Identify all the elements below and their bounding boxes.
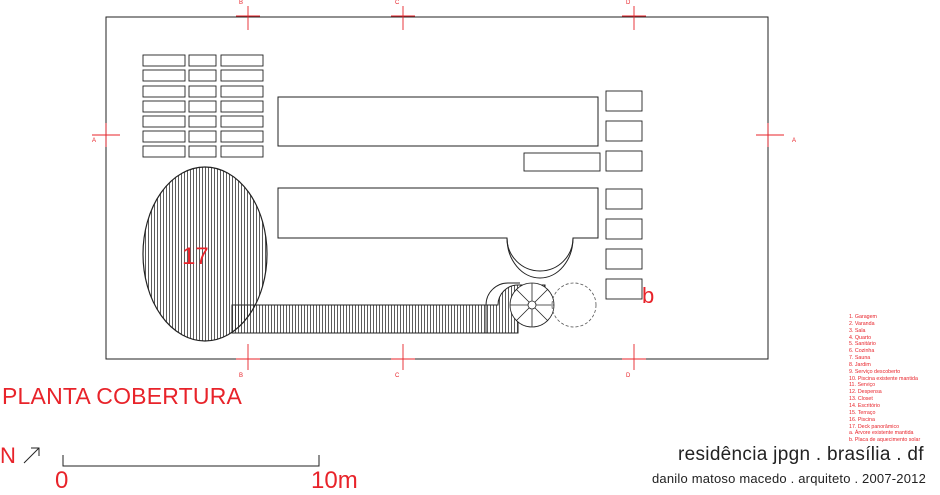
section-label-c-bottom: C [395,373,400,379]
legend-item: 6. Cozinha [849,348,875,355]
legend-item: 14. Escritório [849,402,880,409]
legend-item: 10. Piscina existente mantida [849,375,918,382]
drawing-title: PLANTA COBERTURA [2,383,243,409]
legend-item: 12. Despensa [849,389,882,396]
section-label-a-left: A [92,138,97,144]
section-cut-marks [92,6,784,370]
north-label: N [0,443,16,468]
legend-item: 7. Sauna [849,355,871,362]
site-boundary [105,16,769,360]
section-label-a-right: A [792,138,797,144]
room-label-17: 17 [182,243,209,270]
legend-item: 16. Piscina [849,416,875,423]
roof-block-upper [277,96,599,147]
deck-walkway-curve [485,282,520,333]
scale-end-label: 10m [311,467,358,494]
roof-block-lower [277,187,599,272]
spiral-stair [509,282,555,328]
legend-item: 3. Sala [849,327,866,334]
scale-bar [62,455,320,467]
garage-blocks [142,54,264,158]
legend-item: a. Árvore existente mantida [849,430,914,437]
section-label-d-top: D [626,0,631,6]
tree-outline [551,282,597,328]
deck-walkway [231,284,546,334]
project-title: residência jpgn . brasília . df [678,444,924,465]
solar-panel-label: b [642,283,655,308]
legend-item: b. Placa de aquecimento solar [849,437,921,444]
section-label-b-top: B [239,0,244,6]
legend-item: 4. Quarto [849,334,872,341]
north-arrow-icon [23,447,40,464]
architect-credits: danilo matoso macedo . arquiteto . 2007-… [652,471,927,486]
legend-item: 5. Sanitário [849,341,876,348]
section-label-d-bottom: D [626,373,631,379]
panoramic-deck [142,166,268,342]
legend-item: 8. Jardim [849,361,871,368]
legend-item: 9. Serviço descoberto [849,368,901,375]
skylight-rect [523,152,601,172]
legend-item: 13. Closet [849,396,873,403]
scale-start-label: 0 [55,467,69,494]
legend-item: 17. Deck panorâmico [849,423,900,430]
section-label-b-bottom: B [239,373,244,379]
roof-block-lower-arc [506,237,574,279]
legend-item: 2. Varanda [849,320,875,327]
legend-item: 1. Garagem [849,314,877,320]
legend-item: 11. Serviço [849,382,876,389]
legend-item: 15. Terraço [849,409,876,416]
solar-panels [605,90,643,300]
section-label-c-top: C [395,0,400,6]
